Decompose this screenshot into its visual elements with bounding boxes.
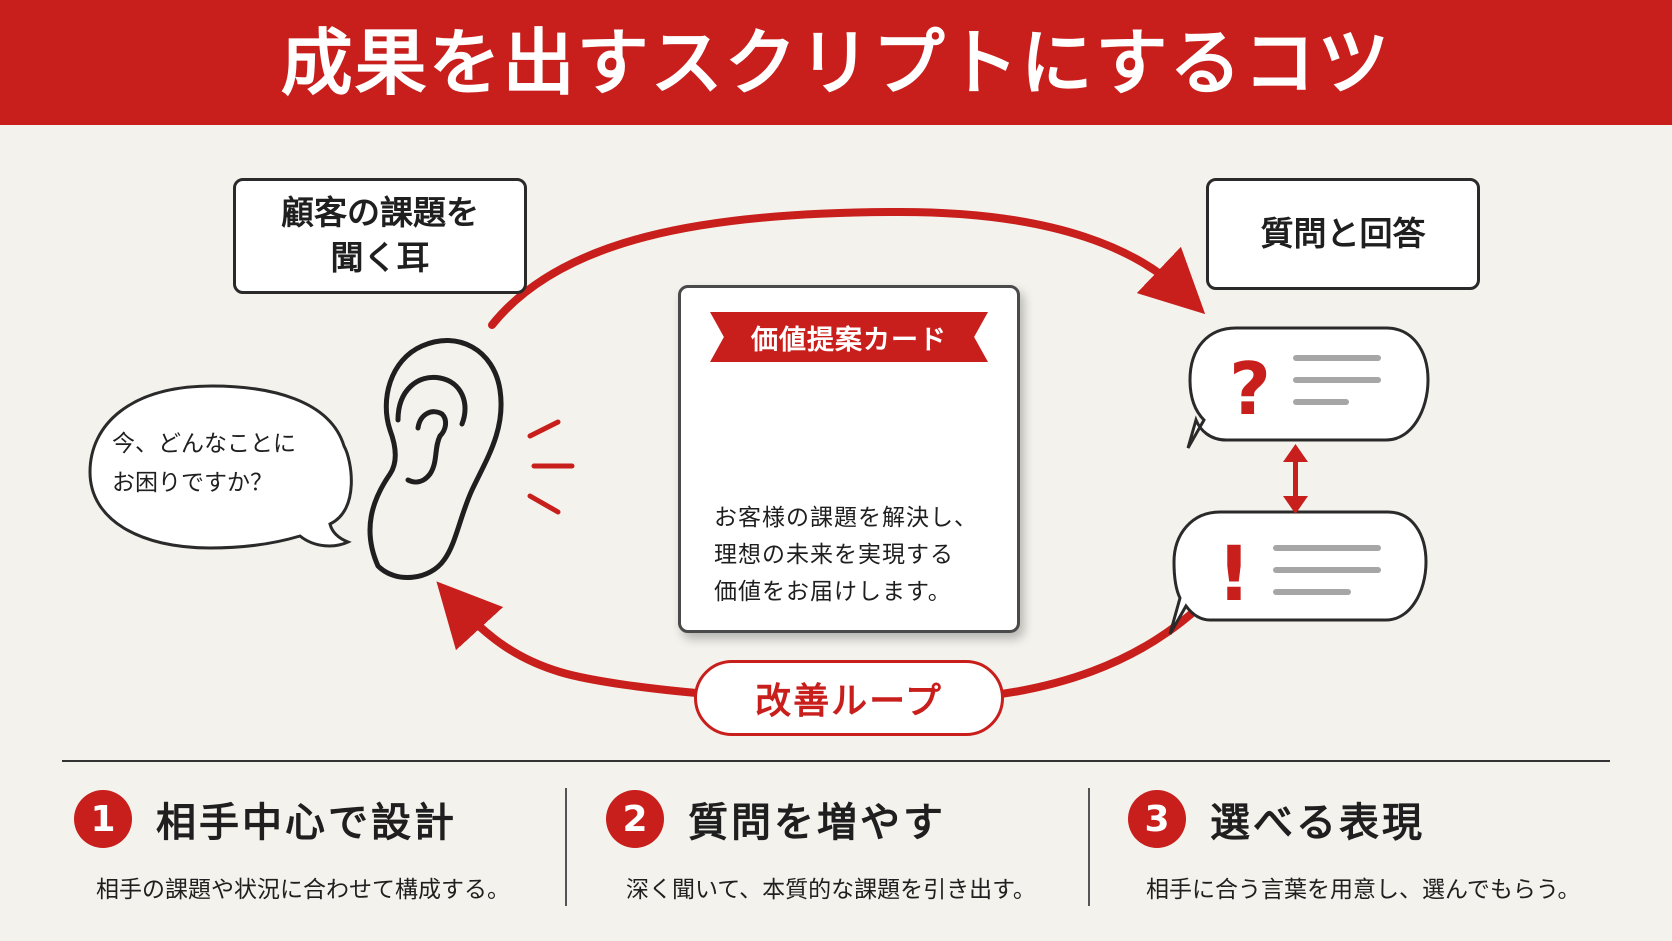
card-ribbon: 価値提案カード — [710, 312, 988, 362]
improvement-loop-label: 改善ループ — [694, 660, 1004, 736]
ear-label-box: 顧客の課題を 聞く耳 — [233, 178, 527, 294]
card-description: お客様の課題を解決し、 理想の未来を実現する 価値をお届けします。 — [714, 505, 978, 605]
section-divider — [62, 760, 1610, 762]
question-text-lines — [1293, 355, 1381, 405]
page-title: 成果を出すスクリプトにするコツ — [280, 19, 1392, 105]
tip-2-title: 質問を増やす — [688, 800, 946, 846]
question-mark-icon: ? — [1229, 347, 1271, 431]
speech-bubble-text: 今、どんなことに お困りですか？ — [112, 431, 296, 497]
header-banner: 成果を出すスクリプトにするコツ — [0, 0, 1672, 125]
tip-3-number-badge: 3 — [1128, 790, 1186, 848]
question-bubble — [1186, 326, 1430, 449]
qa-label-box: 質問と回答 — [1206, 178, 1480, 290]
tip-1: 1 相手中心で設計 相手の課題や状況に合わせて構成する。 — [74, 790, 510, 910]
speech-bubble — [88, 384, 353, 550]
tip-2-number-badge: 2 — [606, 790, 664, 848]
sound-waves-icon — [527, 419, 575, 515]
loop-label-text: 改善ループ — [755, 681, 943, 722]
tip-divider-1 — [565, 788, 567, 906]
tip-3: 3 選べる表現 相手に合う言葉を用意し、選んでもらう。 — [1128, 790, 1580, 910]
tip-3-title: 選べる表現 — [1210, 800, 1425, 846]
ear-label: 顧客の課題を 聞く耳 — [281, 193, 479, 277]
tip-1-head: 1 相手中心で設計 — [74, 790, 510, 848]
tip-2-description: 深く聞いて、本質的な課題を引き出す。 — [626, 877, 1036, 903]
tip-3-description: 相手に合う言葉を用意し、選んでもらう。 — [1146, 877, 1581, 903]
tip-3-head: 3 選べる表現 — [1128, 790, 1580, 848]
tip-1-number-badge: 1 — [74, 790, 132, 848]
double-arrow-icon — [1283, 444, 1308, 514]
tip-1-description: 相手の課題や状況に合わせて構成する。 — [96, 877, 510, 903]
ear-icon — [367, 338, 504, 580]
answer-text-lines — [1273, 545, 1381, 595]
top-arc-arrow — [488, 207, 1206, 329]
tip-2: 2 質問を増やす 深く聞いて、本質的な課題を引き出す。 — [606, 790, 1036, 910]
qa-label: 質問と回答 — [1260, 213, 1426, 253]
tip-1-title: 相手中心で設計 — [156, 800, 457, 846]
exclamation-mark-icon: ! — [1217, 529, 1252, 618]
tip-divider-2 — [1088, 788, 1090, 906]
tip-2-head: 2 質問を増やす — [606, 790, 1036, 848]
